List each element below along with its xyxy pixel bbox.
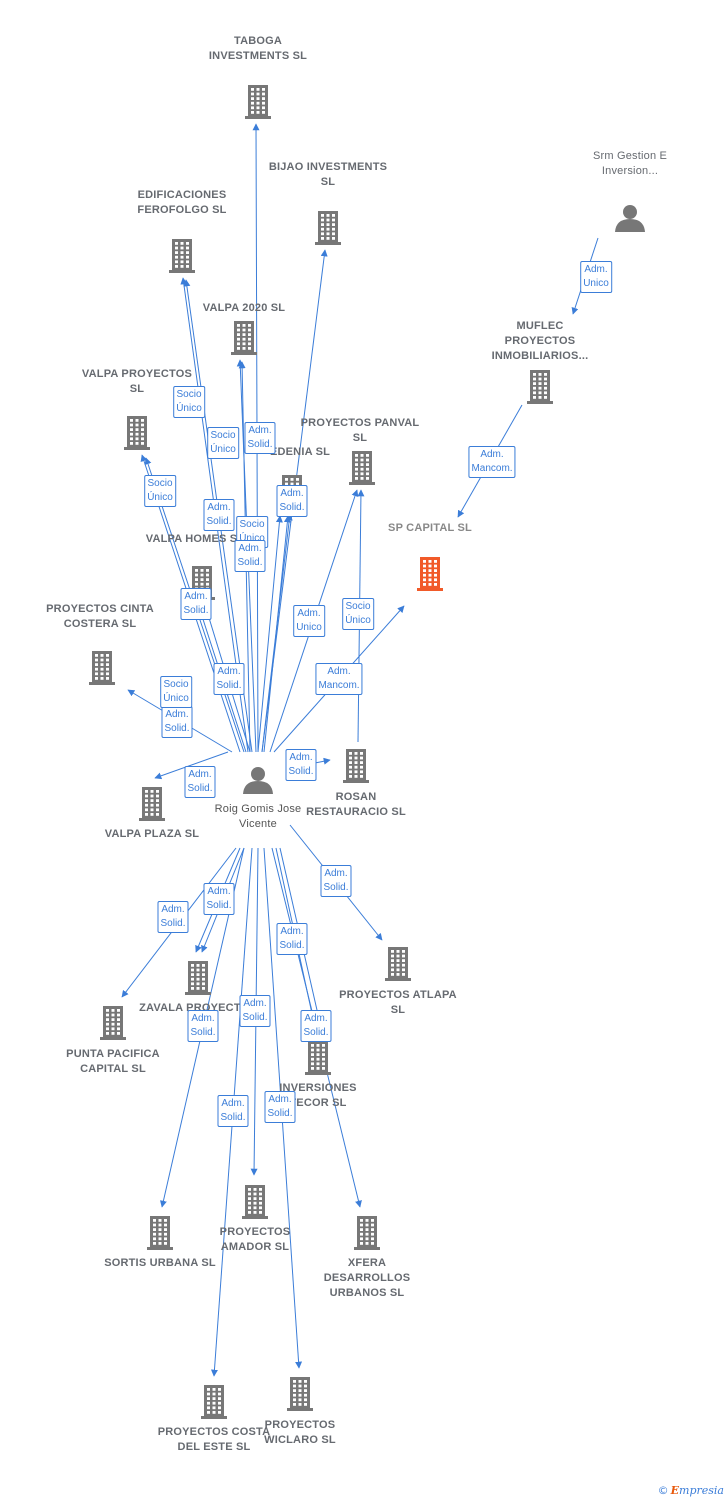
node-label-bijao[interactable]: BIJAO INVESTMENTS SL — [268, 161, 388, 188]
nodes-layer — [89, 85, 645, 1419]
footer-brand[interactable]: ©Empresia — [658, 1484, 724, 1497]
building-icon[interactable] — [385, 947, 411, 981]
building-icon[interactable] — [242, 1185, 268, 1219]
edge-label[interactable]: Adm.Mancom. — [315, 663, 363, 695]
building-icon[interactable] — [417, 557, 443, 591]
edge-label[interactable]: Adm.Solid. — [203, 883, 235, 915]
edge-label[interactable]: Adm.Solid. — [234, 540, 266, 572]
edge-label[interactable]: Adm.Solid. — [239, 995, 271, 1027]
brand-name: mpresia — [679, 1484, 724, 1497]
node-label-srm[interactable]: Srm Gestion E Inversion... — [592, 150, 668, 177]
building-icon[interactable] — [124, 416, 150, 450]
person-icon[interactable] — [243, 767, 273, 794]
building-icon[interactable] — [169, 239, 195, 273]
edge-center-to-valpaplaza — [154, 751, 229, 780]
edge-label[interactable]: Adm.Solid. — [184, 766, 216, 798]
node-label-inversiones[interactable]: INVERSIONES TECOR SL — [279, 1082, 357, 1109]
node-label-xfera[interactable]: XFERA DESARROLLOS URBANOS SL — [323, 1257, 411, 1299]
node-label-atlapa[interactable]: PROYECTOS ATLAPA SL — [339, 989, 457, 1016]
edge-label[interactable]: Adm.Solid. — [161, 706, 193, 738]
person-icon[interactable] — [615, 205, 645, 232]
edge-label[interactable]: Adm.Solid. — [320, 865, 352, 897]
node-label-center[interactable]: Roig Gomis Jose Vicente — [214, 803, 302, 830]
building-icon[interactable] — [231, 321, 257, 355]
edge-label[interactable]: Adm.Solid. — [157, 901, 189, 933]
edge-label[interactable]: Adm.Solid. — [217, 1095, 249, 1127]
edge-label[interactable]: Adm.Solid. — [203, 499, 235, 531]
building-icon[interactable] — [354, 1216, 380, 1250]
node-label-edificaciones[interactable]: EDIFICACIONES FEROFOLGO SL — [137, 189, 227, 216]
building-icon[interactable] — [100, 1006, 126, 1040]
building-icon[interactable] — [89, 651, 115, 685]
node-label-costa[interactable]: PROYECTOS COSTA DEL ESTE SL — [157, 1426, 271, 1453]
building-icon[interactable] — [343, 749, 369, 783]
edge-label[interactable]: Adm.Solid. — [187, 1010, 219, 1042]
node-label-muflec[interactable]: MUFLEC PROYECTOS INMOBILIARIOS... — [491, 320, 589, 362]
edge-center-to-edenia — [263, 515, 291, 753]
building-icon[interactable] — [245, 85, 271, 119]
edge-label[interactable]: Adm.Solid. — [300, 1010, 332, 1042]
edge-label[interactable]: Adm.Solid. — [213, 663, 245, 695]
building-icon[interactable] — [139, 787, 165, 821]
node-label-spcapital[interactable]: SP CAPITAL SL — [388, 522, 472, 534]
node-label-panval[interactable]: PROYECTOS PANVAL SL — [300, 417, 420, 444]
building-icon[interactable] — [185, 961, 211, 995]
node-label-wiclaro[interactable]: PROYECTOS WICLARO SL — [264, 1419, 336, 1446]
building-icon[interactable] — [305, 1041, 331, 1075]
edge-label[interactable]: Adm.Solid. — [180, 588, 212, 620]
edge-label[interactable]: Adm.Solid. — [264, 1091, 296, 1123]
node-label-valpa2020[interactable]: VALPA 2020 SL — [202, 302, 286, 314]
node-label-sortis[interactable]: SORTIS URBANA SL — [104, 1257, 216, 1269]
node-label-rosan[interactable]: ROSAN RESTAURACIO SL — [306, 791, 406, 818]
node-label-taboga[interactable]: TABOGA INVESTMENTS SL — [208, 35, 308, 62]
building-icon[interactable] — [201, 1385, 227, 1419]
building-icon[interactable] — [527, 370, 553, 404]
edge-label[interactable]: Adm.Solid. — [276, 923, 308, 955]
node-label-amador[interactable]: PROYECTOS AMADOR SL — [219, 1226, 291, 1253]
edge-label[interactable]: Adm.Unico — [293, 605, 325, 637]
building-icon[interactable] — [349, 451, 375, 485]
building-icon[interactable] — [147, 1216, 173, 1250]
edge-center-to-edenia — [257, 515, 283, 753]
brand-initial: E — [670, 1484, 680, 1497]
building-icon[interactable] — [287, 1377, 313, 1411]
node-label-valpaproy[interactable]: VALPA PROYECTOS SL — [81, 368, 193, 395]
edge-label[interactable]: Adm.Solid. — [285, 749, 317, 781]
node-label-valpaplaza[interactable]: VALPA PLAZA SL — [104, 828, 200, 840]
building-icon[interactable] — [315, 211, 341, 245]
node-label-punta[interactable]: PUNTA PACIFICA CAPITAL SL — [66, 1048, 160, 1075]
edge-label[interactable]: Adm.Unico — [580, 261, 612, 293]
edge-label[interactable]: Adm.Solid. — [244, 422, 276, 454]
edge-label[interactable]: Adm.Mancom. — [468, 446, 516, 478]
edge-label[interactable]: Adm.Solid. — [276, 485, 308, 517]
node-label-edenia[interactable]: EDENIA SL — [269, 446, 331, 458]
copyright-symbol: © — [657, 1484, 669, 1497]
node-label-cinta[interactable]: PROYECTOS CINTA COSTERA SL — [46, 603, 154, 630]
node-label-valpahomes[interactable]: VALPA HOMES SL — [145, 533, 245, 545]
